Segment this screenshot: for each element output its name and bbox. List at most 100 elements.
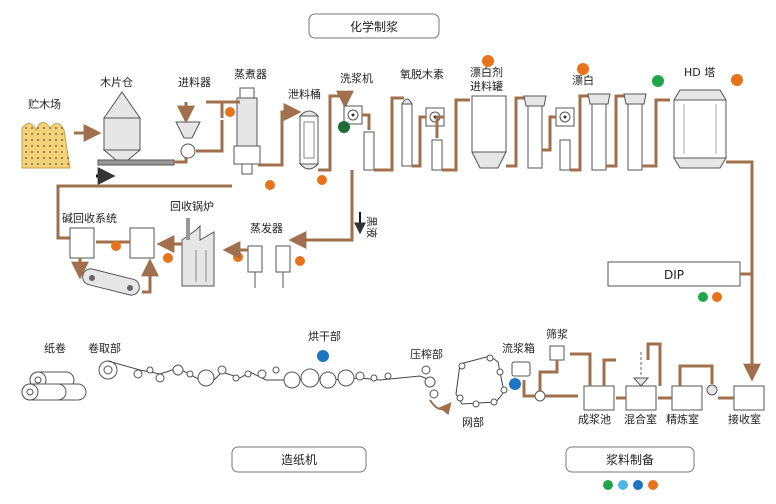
- wood-yard-pile: [21, 122, 71, 169]
- flow-pipe: [570, 352, 592, 386]
- oxygen-delignification: [401, 98, 445, 171]
- bleaching-tower-2: [587, 93, 611, 171]
- flow-pipe: [206, 100, 224, 118]
- label-bleach-feed-2: 进料罐: [470, 79, 503, 93]
- label-bleaching: 漂白: [572, 73, 594, 87]
- label-stock-chest: 成浆池: [578, 412, 611, 426]
- label-receiving: 接收室: [728, 412, 761, 426]
- label-press: 压榨部: [410, 347, 443, 361]
- label-wood-yard: 贮木场: [28, 97, 61, 111]
- flow-pipe: [56, 184, 232, 240]
- dark-green-dot: [338, 121, 350, 133]
- dip-unit: DIP: [607, 261, 741, 287]
- flow-pipe: [374, 96, 404, 172]
- orange-dot: [712, 292, 722, 302]
- hd-tower: [673, 89, 727, 169]
- chip-silo: [96, 91, 175, 185]
- alkali-recovery-system: [69, 227, 155, 296]
- bleaching-washer: [555, 107, 575, 171]
- flow-pipe: [288, 170, 354, 249]
- orange-dot: [111, 241, 121, 251]
- flow-pipe: [442, 98, 470, 172]
- recovery-boiler: [181, 218, 215, 287]
- flow-pipe: [362, 113, 371, 130]
- label-reel: 卷取部: [88, 341, 121, 355]
- press-section: [421, 365, 452, 416]
- orange-dot: [731, 74, 743, 86]
- label-headbox: 流浆箱: [502, 341, 535, 355]
- pump: [534, 390, 546, 402]
- flow-pipe: [318, 90, 354, 172]
- flow-pipe: [570, 94, 588, 172]
- flow-pipe: [522, 380, 535, 398]
- paper-rolls: [21, 371, 87, 401]
- section-title: 浆料制备: [606, 452, 654, 467]
- flow-pipe: [506, 96, 524, 168]
- label-refining: 精炼室: [666, 412, 699, 426]
- stock-chest: [583, 385, 615, 411]
- flow-pipe: [642, 98, 670, 168]
- wire-section: [455, 354, 508, 408]
- orange-dot: [225, 107, 235, 117]
- label-oxygen-delig: 氧脱木素: [400, 67, 444, 81]
- label-alkali-recovery: 碱回收系统: [62, 211, 117, 225]
- orange-dot: [295, 256, 305, 266]
- label-recovery-boiler: 回收锅炉: [170, 199, 214, 213]
- evaporator: [247, 245, 291, 288]
- washer: [343, 105, 375, 171]
- reel-section: [98, 360, 118, 380]
- flow-pipe: [412, 115, 426, 168]
- orange-dot: [163, 253, 173, 263]
- section-title: 造纸机: [281, 453, 317, 467]
- flow-pipe: [542, 115, 556, 152]
- label-dryer: 烘干部: [308, 329, 341, 343]
- refining-room: [671, 384, 718, 411]
- mixing-chest: [625, 352, 657, 411]
- orange-dot: [317, 175, 327, 185]
- paper-web: [107, 360, 431, 387]
- orange-dot: [265, 180, 275, 190]
- flow-pipe: [726, 160, 761, 382]
- label-digester: 蒸煮器: [234, 68, 267, 81]
- section-title: 化学制浆: [350, 19, 398, 34]
- section-stock-preparation: 浆料制备: [565, 446, 695, 473]
- label-dip: DIP: [664, 268, 684, 282]
- dryer-section: [283, 368, 392, 389]
- blue-dot: [317, 350, 329, 362]
- label-washer: 洗浆机: [340, 71, 373, 85]
- feeder: [175, 121, 201, 159]
- blow-tank: [298, 110, 320, 170]
- label-evaporator: 蒸发器: [250, 221, 283, 235]
- label-mixing: 混合室: [624, 412, 657, 426]
- label-paper-roll: 纸卷: [44, 341, 66, 355]
- flow-pipe: [435, 115, 444, 138]
- flow-pipe: [538, 360, 559, 392]
- orange-dot: [577, 63, 589, 75]
- label-wire: 网部: [462, 415, 484, 429]
- receiving-room: [733, 385, 765, 411]
- blue-dot: [633, 480, 643, 490]
- orange-dot: [648, 480, 658, 490]
- flow-pipe: [141, 258, 159, 294]
- light-blue-dot: [618, 480, 628, 490]
- bleach-feed-tank: [471, 95, 507, 169]
- screen: [549, 345, 565, 361]
- orange-dot: [482, 55, 494, 67]
- flow-pipe: [646, 342, 662, 386]
- orange-dot: [233, 252, 243, 262]
- bleaching-tower-3: [623, 93, 647, 171]
- label-black-liquor: 黑液: [365, 216, 379, 238]
- label-bleach-feed-1: 漂白剂: [470, 65, 503, 79]
- section-papermaking: 造纸机: [231, 446, 367, 473]
- flow-pipe: [196, 120, 224, 153]
- blue-dot: [509, 378, 521, 390]
- green-dot: [603, 480, 613, 490]
- flow-pipe: [678, 364, 714, 386]
- label-chip-silo: 木片仓: [100, 75, 133, 89]
- green-dot: [698, 292, 708, 302]
- headbox: [511, 361, 531, 377]
- bleaching-tower-1: [523, 95, 547, 169]
- flow-pipe: [258, 103, 302, 167]
- label-blow-tank: 泄料桶: [288, 87, 321, 101]
